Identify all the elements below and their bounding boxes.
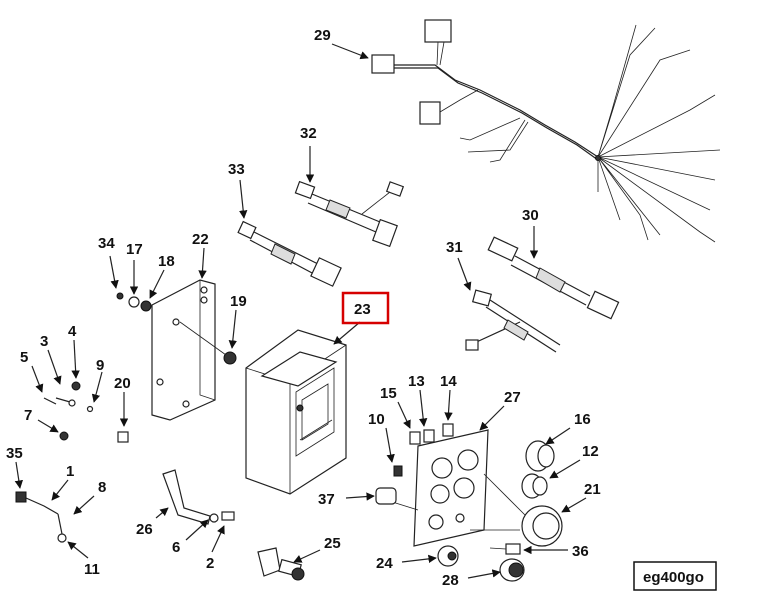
connector-part-20[interactable] bbox=[117, 431, 129, 443]
nut-part-18[interactable] bbox=[140, 300, 152, 312]
washer-part-9[interactable] bbox=[86, 405, 94, 413]
switch-part-13[interactable] bbox=[423, 429, 435, 443]
callout-7[interactable]: 7 bbox=[24, 407, 32, 424]
harness-part-33[interactable] bbox=[237, 220, 342, 287]
callout-6[interactable]: 6 bbox=[172, 539, 180, 556]
screw-part-3[interactable] bbox=[55, 397, 76, 407]
screw-part-2[interactable] bbox=[221, 511, 235, 521]
knob-part-28[interactable] bbox=[499, 558, 525, 582]
callout-34[interactable]: 34 bbox=[98, 235, 115, 252]
callout-20[interactable]: 20 bbox=[114, 375, 131, 392]
leader-arrows bbox=[14, 43, 587, 579]
switch-part-10[interactable] bbox=[393, 465, 403, 477]
callout-21[interactable]: 21 bbox=[584, 481, 601, 498]
highlight-box-23 bbox=[341, 291, 390, 325]
callout-31[interactable]: 31 bbox=[446, 239, 463, 256]
callout-labels: 29 32 33 30 31 34 17 18 22 19 23 3 4 5 9… bbox=[6, 27, 601, 589]
callout-29[interactable]: 29 bbox=[314, 27, 331, 44]
callout-9[interactable]: 9 bbox=[96, 357, 104, 374]
callout-25[interactable]: 25 bbox=[324, 535, 341, 552]
callout-24[interactable]: 24 bbox=[376, 555, 393, 572]
switch-part-14[interactable] bbox=[442, 423, 454, 437]
switch-part-25[interactable] bbox=[257, 547, 305, 581]
callout-19[interactable]: 19 bbox=[230, 293, 247, 310]
callout-36[interactable]: 36 bbox=[572, 543, 589, 560]
indicator-part-24[interactable] bbox=[437, 545, 459, 567]
callout-17[interactable]: 17 bbox=[126, 241, 143, 258]
callout-18[interactable]: 18 bbox=[158, 253, 175, 270]
callout-11[interactable]: 11 bbox=[84, 561, 100, 578]
diagram-code: eg400go bbox=[643, 569, 704, 586]
bracket-part-26[interactable] bbox=[162, 469, 211, 525]
callout-33[interactable]: 33 bbox=[228, 161, 245, 178]
callout-27[interactable]: 27 bbox=[504, 389, 521, 406]
gauge-part-16[interactable] bbox=[525, 440, 555, 472]
wire-harness-part-29[interactable] bbox=[371, 19, 721, 243]
callout-8[interactable]: 8 bbox=[98, 479, 106, 496]
callout-23[interactable]: 23 bbox=[354, 301, 371, 318]
fuse-holder-part-36[interactable] bbox=[489, 543, 521, 555]
callout-2[interactable]: 2 bbox=[206, 555, 214, 572]
nut-part-6[interactable] bbox=[209, 513, 219, 523]
callout-28[interactable]: 28 bbox=[442, 572, 459, 589]
washer-part-17[interactable] bbox=[128, 296, 140, 308]
callout-14[interactable]: 14 bbox=[440, 373, 457, 390]
instrument-panel-part-27[interactable] bbox=[385, 429, 531, 547]
diagram-code-box: eg400go bbox=[633, 561, 717, 591]
nut-part-4[interactable] bbox=[71, 381, 81, 391]
fastener-part-34[interactable] bbox=[116, 292, 124, 300]
screw-part-5[interactable] bbox=[43, 397, 57, 405]
callout-30[interactable]: 30 bbox=[522, 207, 539, 224]
cable-assembly-part-35[interactable] bbox=[15, 491, 67, 543]
harness-part-30[interactable] bbox=[487, 236, 620, 320]
callout-4[interactable]: 4 bbox=[68, 323, 77, 340]
callout-37[interactable]: 37 bbox=[318, 491, 335, 508]
harness-part-32[interactable] bbox=[294, 180, 405, 248]
callout-1[interactable]: 1 bbox=[66, 463, 74, 480]
callout-32[interactable]: 32 bbox=[300, 125, 317, 142]
harness-part-31[interactable] bbox=[465, 289, 561, 353]
callout-22[interactable]: 22 bbox=[192, 231, 209, 248]
bushing-part-19[interactable] bbox=[179, 321, 237, 365]
callout-35[interactable]: 35 bbox=[6, 445, 23, 462]
connector-part-37[interactable] bbox=[375, 487, 397, 505]
callout-3[interactable]: 3 bbox=[40, 333, 48, 350]
callout-5[interactable]: 5 bbox=[20, 349, 28, 366]
callout-16[interactable]: 16 bbox=[574, 411, 591, 428]
mounting-bracket-part-22[interactable] bbox=[151, 279, 216, 421]
control-box-part-23[interactable] bbox=[245, 329, 347, 495]
callout-12[interactable]: 12 bbox=[582, 443, 599, 460]
callout-26[interactable]: 26 bbox=[136, 521, 153, 538]
gauge-part-12[interactable] bbox=[521, 473, 548, 499]
switch-part-15[interactable] bbox=[409, 431, 421, 445]
callout-13[interactable]: 13 bbox=[408, 373, 425, 390]
gauge-part-21[interactable] bbox=[521, 505, 563, 547]
clip-part-7[interactable] bbox=[59, 431, 69, 441]
callout-15[interactable]: 15 bbox=[380, 385, 397, 402]
callout-10[interactable]: 10 bbox=[368, 411, 385, 428]
